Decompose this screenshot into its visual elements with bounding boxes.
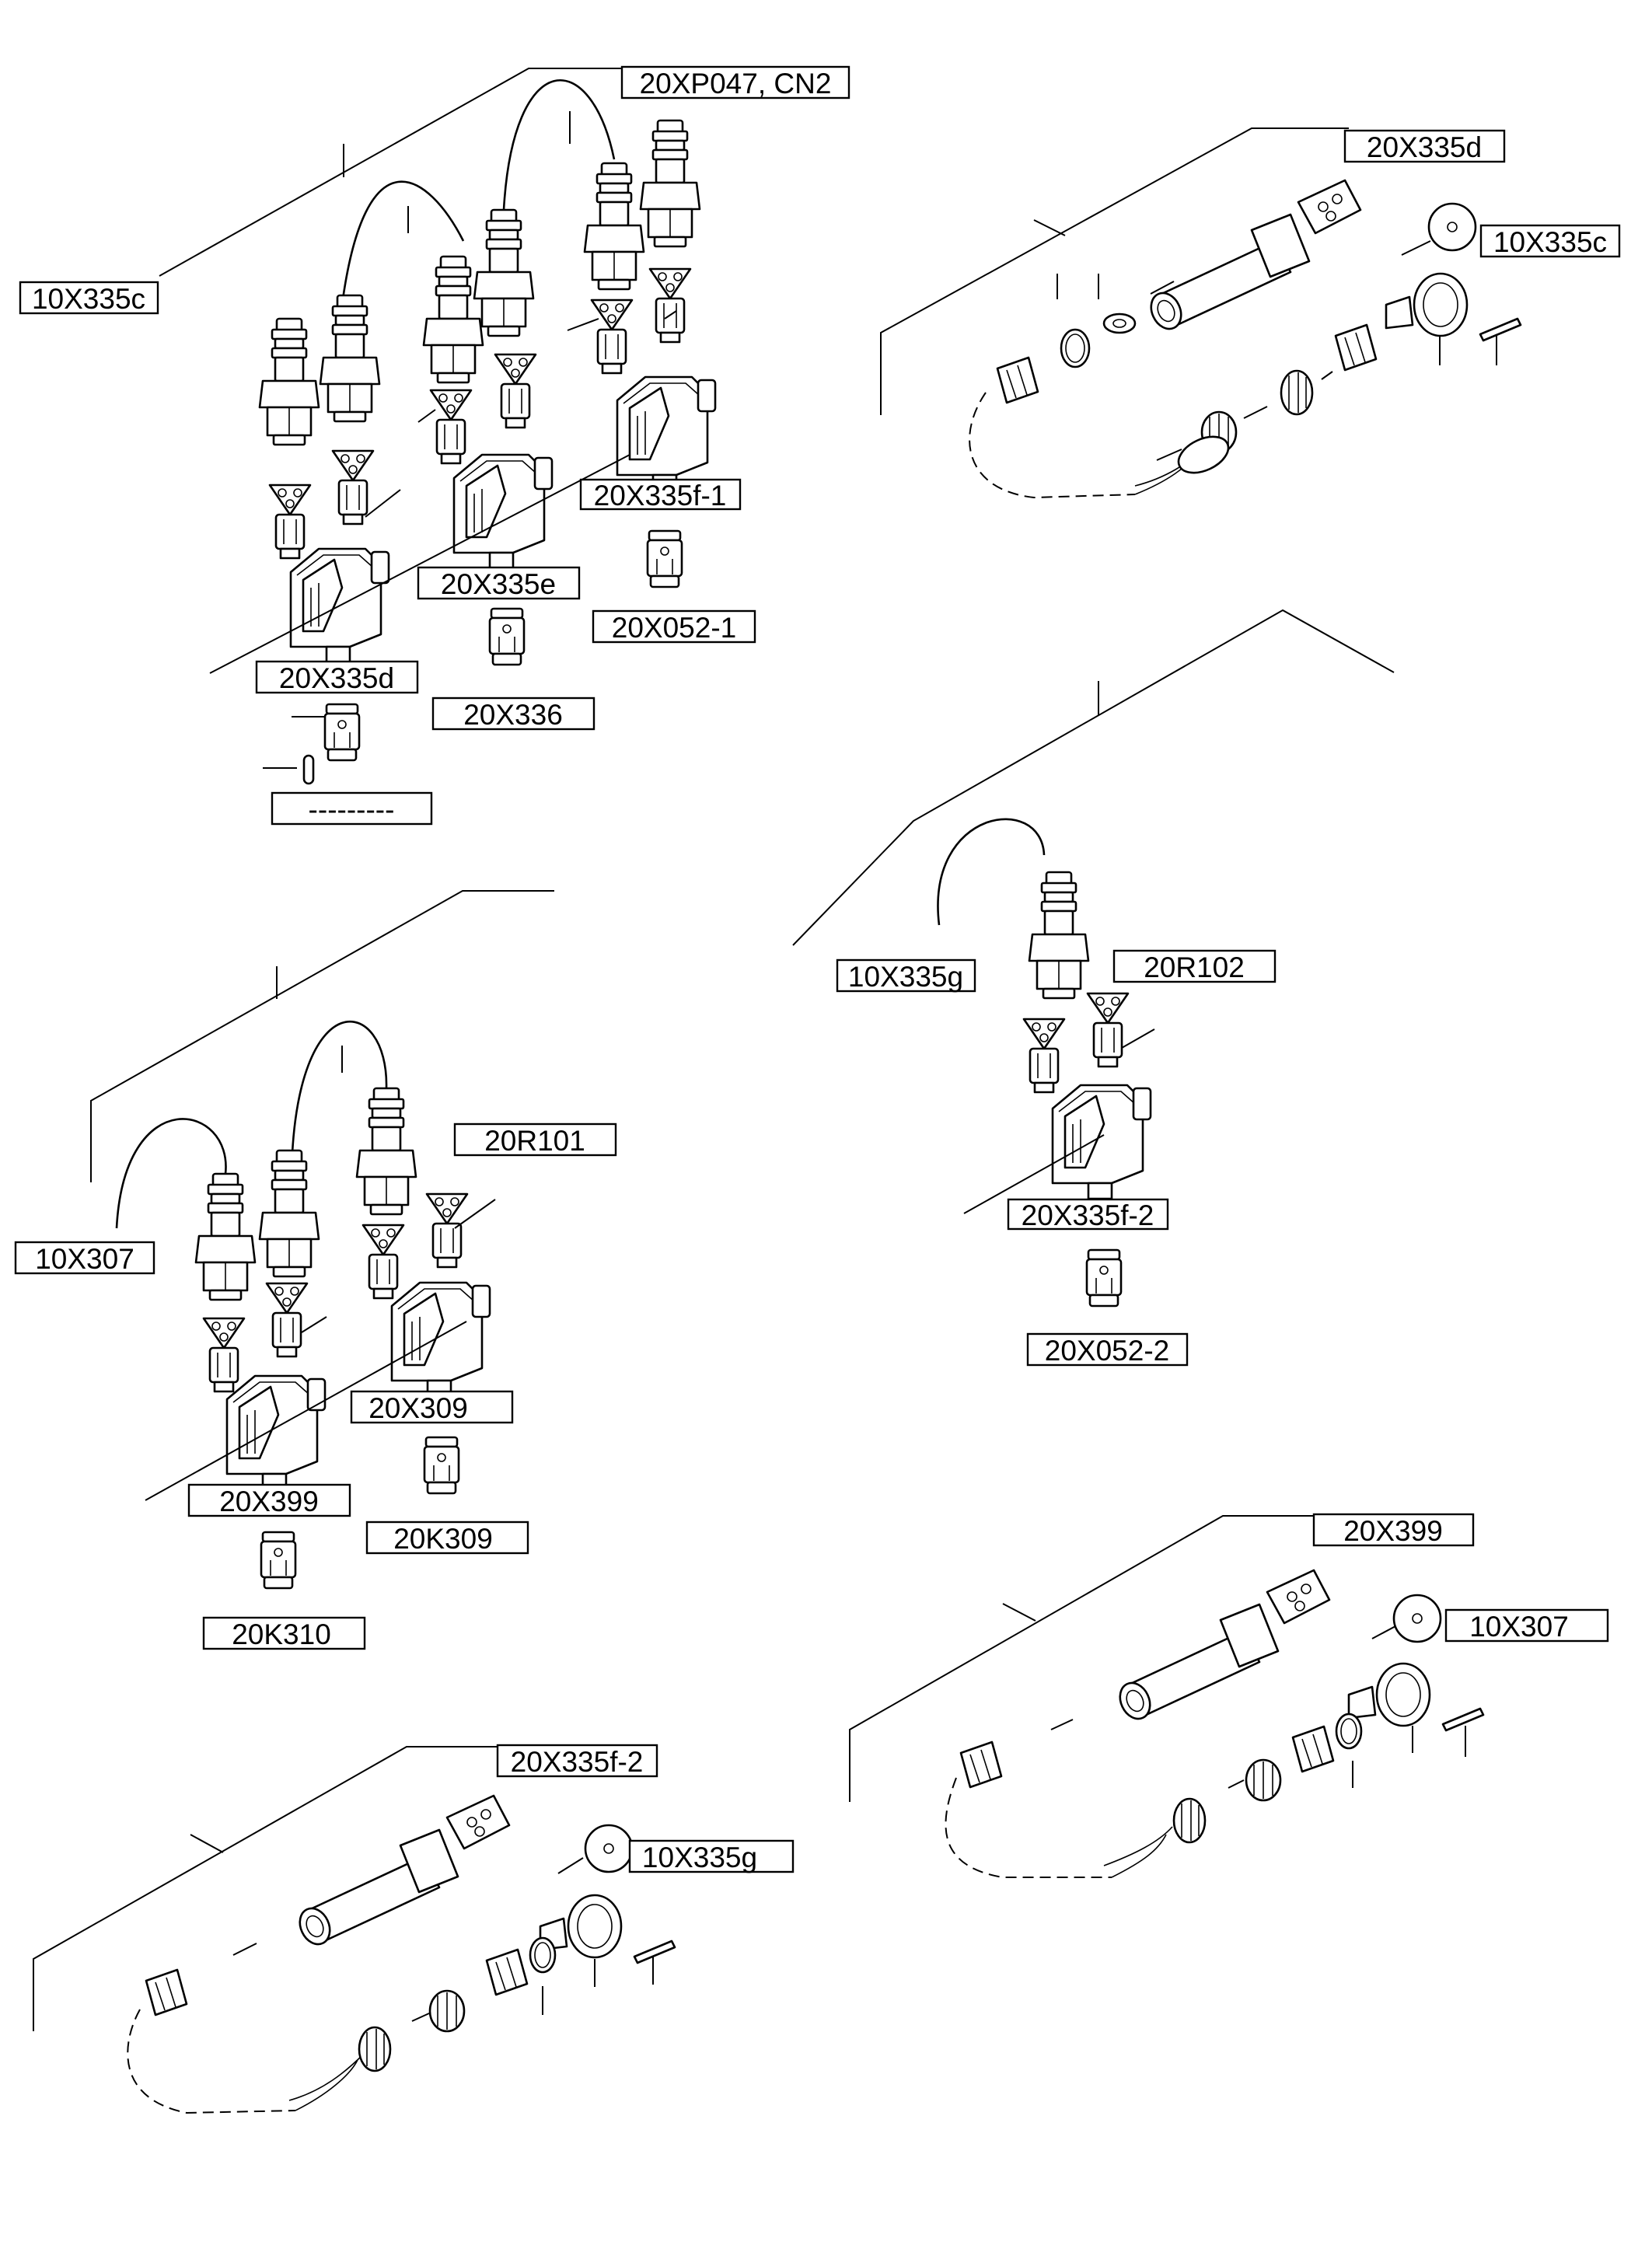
svg-text:20K309: 20K309 <box>393 1523 493 1555</box>
label-20X052-1: 20X052-1 <box>592 609 756 644</box>
svg-text:20R102: 20R102 <box>1144 951 1245 983</box>
label-20R101: 20R101 <box>453 1123 617 1157</box>
svg-text:20X335f-2: 20X335f-2 <box>1022 1199 1154 1231</box>
group-bottom-right-assembly <box>849 1515 1485 1878</box>
label-10X335c-right: 10X335c <box>1479 224 1621 258</box>
svg-text:20X335d: 20X335d <box>1367 131 1482 163</box>
svg-text:20X052-2: 20X052-2 <box>1045 1335 1169 1367</box>
label-20X399-right: 20X399 <box>1312 1513 1475 1547</box>
svg-text:10X335c: 10X335c <box>32 283 145 315</box>
label-20K309: 20K309 <box>365 1521 529 1555</box>
group-top-left <box>159 68 717 785</box>
svg-text:10X335c: 10X335c <box>1493 226 1607 258</box>
svg-text:20X052-1: 20X052-1 <box>612 612 736 644</box>
label-20X335f-2-middle: 20X335f-2 <box>1007 1198 1169 1231</box>
label-20X335f-1: 20X335f-1 <box>579 478 742 512</box>
svg-text:20X336: 20X336 <box>463 699 563 731</box>
svg-text:20X399: 20X399 <box>219 1486 319 1517</box>
label-20X309: 20X309 <box>350 1390 514 1424</box>
svg-text:10X335g: 10X335g <box>848 961 963 993</box>
label-10X307-right: 10X307 <box>1444 1608 1609 1643</box>
svg-text:20K310: 20K310 <box>232 1618 331 1650</box>
label-10X335g-middle: 10X335g <box>836 958 976 993</box>
svg-text:10X335g: 10X335g <box>642 1842 757 1873</box>
label-20X335d-right: 20X335d <box>1343 129 1506 163</box>
label-20R102: 20R102 <box>1112 949 1277 983</box>
group-top-right-assembly <box>880 127 1522 499</box>
svg-text:10X307: 10X307 <box>1469 1611 1569 1643</box>
svg-text:20X309: 20X309 <box>368 1392 468 1424</box>
group-middle-right <box>792 609 1395 1308</box>
label-20X335f-2-bottom: 20X335f-2 <box>496 1744 658 1778</box>
group-middle-left <box>90 890 554 1590</box>
svg-text:10X307: 10X307 <box>35 1243 134 1275</box>
label-dashes: --------- <box>271 791 433 826</box>
label-20XP047-CN2: 20XP047, CN2 <box>620 65 850 100</box>
svg-text:---------: --------- <box>309 794 395 826</box>
svg-text:20X399: 20X399 <box>1343 1515 1443 1547</box>
label-20X336: 20X336 <box>431 697 595 731</box>
svg-text:20X335d: 20X335d <box>279 662 394 694</box>
label-20X335e: 20X335e <box>417 566 581 600</box>
label-20K310: 20K310 <box>202 1616 366 1650</box>
svg-text:20X335e: 20X335e <box>441 568 556 600</box>
label-10X307-left: 10X307 <box>14 1241 155 1275</box>
svg-text:20X335f-1: 20X335f-1 <box>594 480 727 512</box>
labels: 20XP047, CN2 10X335c 20X335f-1 20X335e 2… <box>14 65 1621 1873</box>
group-bottom-left-assembly <box>33 1746 676 2114</box>
svg-text:20R101: 20R101 <box>484 1125 585 1157</box>
label-20X399-left: 20X399 <box>187 1483 351 1517</box>
svg-text:20XP047, CN2: 20XP047, CN2 <box>640 68 832 100</box>
svg-text:20X335f-2: 20X335f-2 <box>511 1746 644 1778</box>
label-20X052-2: 20X052-2 <box>1026 1332 1189 1367</box>
label-20X335d-left: 20X335d <box>255 660 419 694</box>
label-10X335c-left: 10X335c <box>19 281 159 315</box>
label-10X335g-bottom: 10X335g <box>628 1839 795 1873</box>
